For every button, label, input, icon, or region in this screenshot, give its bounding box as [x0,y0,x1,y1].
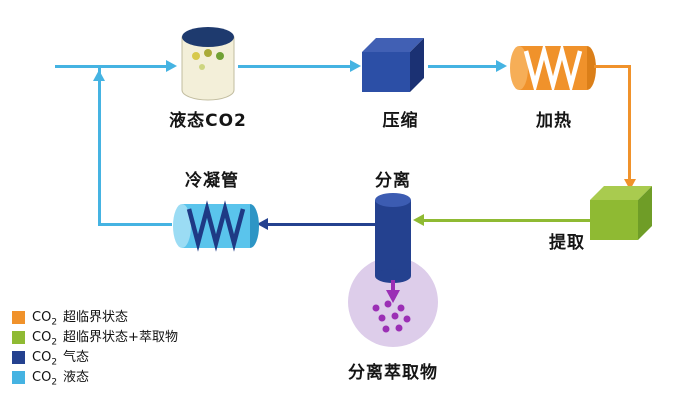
flow-line-inlet [55,65,170,68]
legend-formula: CO [32,350,52,366]
compressor-cube-icon [362,38,424,92]
arrow-into-heater-icon [496,60,507,72]
legend-item-supercritical-extract: CO2 超临界状态+萃取物 [12,326,178,348]
legend-swatch-liquid [12,370,25,384]
legend-swatch-gas [12,350,25,364]
legend-formula-subscript: 2 [51,377,58,388]
separator-flask-icon [348,193,438,347]
flow-line-tank-to-compressor [238,65,352,68]
legend-formula: CO [32,310,52,326]
legend-item-liquid: CO2 液态 [12,366,178,388]
legend-label-liquid: CO2 液态 [32,366,89,388]
legend-label-supercritical: CO2 超临界状态 [32,306,128,328]
legend-swatch-supercritical-extract [12,330,25,344]
flow-line-separator-to-condenser [268,223,375,226]
legend-swatch-supercritical [12,310,25,324]
legend-formula: CO [32,330,52,346]
extractor-cube-icon [590,186,652,240]
legend-formula-subscript: 2 [51,357,58,368]
flow-line-compressor-to-heater [428,65,498,68]
label-extract: 提取 [549,233,585,253]
arrow-into-separator-icon [413,214,424,226]
arrow-into-condenser-icon [257,218,268,230]
label-separated-extract: 分离萃取物 [348,363,438,383]
legend-state: 超临界状态 [63,310,129,326]
label-heat: 加热 [536,111,572,131]
legend-formula: CO [32,370,52,386]
flow-line-condenser-to-recycle [98,223,172,226]
condenser-icon [173,200,259,252]
label-condenser: 冷凝管 [185,171,239,191]
arrow-into-extractor-icon [624,179,636,190]
arrow-recycle-up-icon [93,70,105,81]
label-separate: 分离 [375,171,411,191]
legend-formula-subscript: 2 [51,337,58,348]
legend-label-supercritical-extract: CO2 超临界状态+萃取物 [32,326,178,348]
legend-formula-subscript: 2 [51,317,58,328]
legend-label-gas: CO2 气态 [32,346,89,368]
flow-line-down-to-extractor [628,65,631,181]
label-liquid-co2: 液态CO2 [169,111,247,131]
legend-state: 液态 [63,370,90,386]
flow-line-recycle-vertical [98,66,101,226]
label-compress: 压缩 [382,111,419,131]
arrow-into-tank-icon [166,60,177,72]
legend-state: 气态 [63,350,90,366]
flow-line-extractor-to-separator [424,219,590,222]
flow-line-heater-out [594,65,631,68]
legend-item-gas: CO2 气态 [12,346,178,368]
legend-item-supercritical: CO2 超临界状态 [12,306,178,328]
arrow-into-compressor-icon [350,60,361,72]
legend-state: 超临界状态+萃取物 [63,330,178,346]
liquid-co2-tank-icon [181,27,235,101]
heater-icon [510,42,596,94]
